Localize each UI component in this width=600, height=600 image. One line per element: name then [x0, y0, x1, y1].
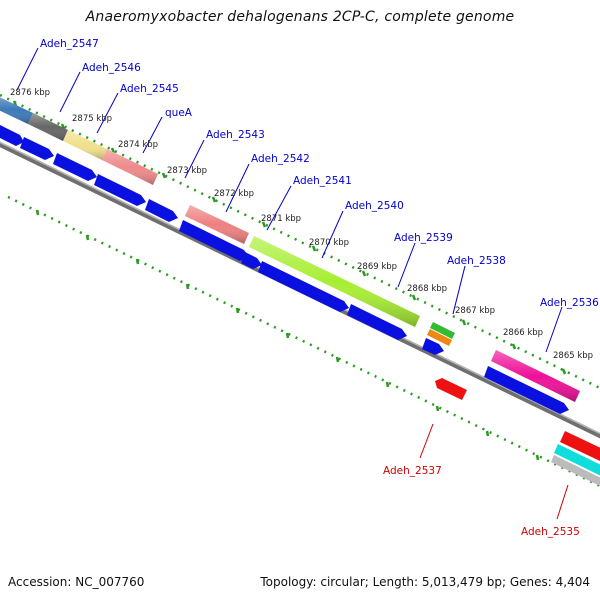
- gene-label-adeh-2539[interactable]: Adeh_2539: [394, 232, 453, 244]
- cds-arrow: [20, 137, 54, 160]
- tick-label: 2876 kbp: [10, 88, 50, 98]
- cds-arrow: [241, 252, 262, 269]
- cds-arrow: [179, 220, 249, 261]
- genome-summary-text: Topology: circular; Length: 5,013,479 bp…: [260, 575, 590, 589]
- gene-label-adeh-2536[interactable]: Adeh_2536: [540, 297, 599, 309]
- tick-label: 2872 kbp: [214, 189, 254, 199]
- cds-arrow: [347, 304, 407, 340]
- cds-arrow: [0, 125, 24, 146]
- cds-arrow: [94, 174, 146, 206]
- tick-label: 2866 kbp: [503, 328, 543, 338]
- cds-arrow: [484, 366, 569, 414]
- map-title: Anaeromyxobacter dehalogenans 2CP-C, com…: [85, 9, 515, 25]
- feature-adeh-2535-cyan: [554, 444, 600, 476]
- gene-label-adeh-2537[interactable]: Adeh_2537: [383, 465, 442, 477]
- outer-scale-dots: [0, 93, 600, 390]
- tick-label: 2867 kbp: [455, 306, 495, 316]
- tick-labels: 2876 kbp 2875 kbp 2874 kbp 2873 kbp 2872…: [10, 88, 593, 361]
- cds-arrow: [145, 199, 178, 222]
- gene-label-adeh-2542[interactable]: Adeh_2542: [251, 153, 310, 165]
- gene-label-adeh-2535[interactable]: Adeh_2535: [521, 526, 580, 538]
- gene-label-adeh-2540[interactable]: Adeh_2540: [345, 200, 404, 212]
- gene-label-adeh-2538[interactable]: Adeh_2538: [447, 255, 506, 267]
- cds-arrow: [53, 153, 97, 181]
- cds-arrow: [258, 261, 349, 312]
- feature-bars-shade: [0, 97, 580, 402]
- tick-label: 2875 kbp: [72, 114, 112, 124]
- accession-text: Accession: NC_007760: [8, 575, 145, 589]
- gene-label-quea[interactable]: queA: [165, 107, 193, 119]
- gene-label-adeh-2547[interactable]: Adeh_2547: [40, 38, 99, 50]
- cds-arrow: [422, 338, 444, 355]
- inner-scale-ticks: [35, 209, 540, 461]
- gene-labels-reverse: Adeh_2537 Adeh_2535: [383, 465, 580, 538]
- tick-label: 2874 kbp: [118, 140, 158, 150]
- gene-labels-forward: Adeh_2547 Adeh_2546 Adeh_2545 queA Adeh_…: [40, 38, 599, 309]
- tick-label: 2868 kbp: [407, 284, 447, 294]
- callout-lines: [16, 47, 569, 520]
- gene-label-adeh-2543[interactable]: Adeh_2543: [206, 129, 265, 141]
- feature-adeh-2535-gray: [551, 455, 600, 487]
- inner-scale-dots: [7, 195, 600, 488]
- tick-label: 2873 kbp: [167, 166, 207, 176]
- tick-label: 2870 kbp: [309, 238, 349, 248]
- tick-label: 2869 kbp: [357, 262, 397, 272]
- cds-arrow-reverse: [435, 378, 467, 400]
- tick-label: 2865 kbp: [553, 351, 593, 361]
- gene-label-adeh-2541[interactable]: Adeh_2541: [293, 175, 352, 187]
- forward-cds-arrows: [0, 125, 569, 414]
- reverse-cds-arrows: [435, 378, 467, 400]
- feature-adeh-2538-green: [430, 322, 455, 339]
- feature-adeh-2535-red: [560, 431, 600, 461]
- feature-adeh-2538-orange: [427, 329, 452, 346]
- tick-label: 2871 kbp: [261, 214, 301, 224]
- gene-label-adeh-2546[interactable]: Adeh_2546: [82, 62, 141, 74]
- gene-label-adeh-2545[interactable]: Adeh_2545: [120, 83, 179, 95]
